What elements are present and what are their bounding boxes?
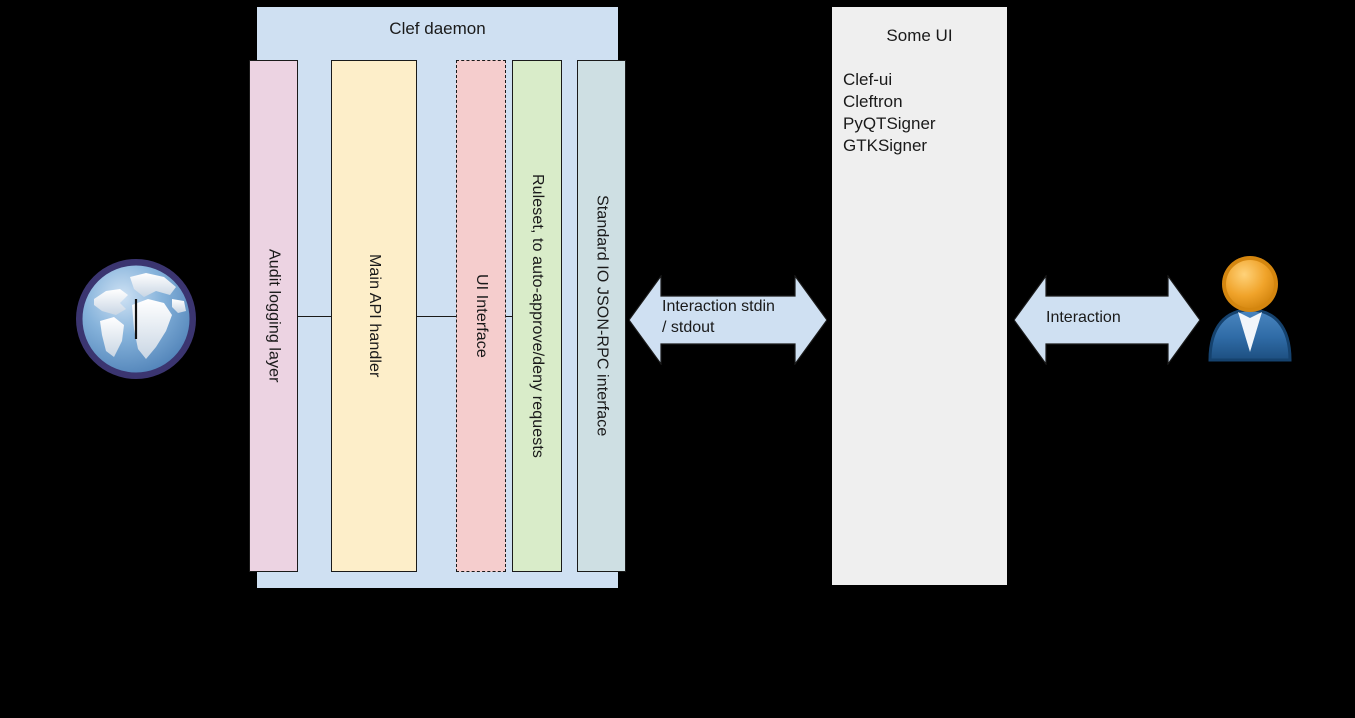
component-label-ui: UI Interface: [473, 274, 490, 358]
list-item: PyQTSigner: [843, 114, 936, 133]
component-label-stdio: Standard IO JSON-RPC interface: [593, 195, 611, 437]
component-label-ruleset: Ruleset, to auto-approve/deny requests: [529, 174, 546, 458]
component-label-api: Main API handler: [366, 254, 383, 378]
double-arrow-icon: [1014, 275, 1200, 365]
some-ui-panel[interactable]: Some UI Clef-ui Cleftron PyQTSigner GTKS…: [832, 7, 1007, 585]
globe-icon: [72, 255, 200, 383]
clef-daemon-container: [257, 7, 618, 588]
component-label-audit: Audit logging layer: [265, 249, 283, 383]
arrow-interaction-stdin-stdout: Interaction stdin / stdout: [629, 275, 827, 365]
component-ruleset[interactable]: Ruleset, to auto-approve/deny requests: [512, 60, 562, 572]
component-audit-logging-layer[interactable]: Audit logging layer: [249, 60, 298, 572]
list-item: Cleftron: [843, 92, 903, 111]
arrow-interaction: Interaction: [1014, 275, 1200, 365]
component-ui-interface[interactable]: UI Interface: [456, 60, 506, 572]
double-arrow-icon: [629, 275, 827, 365]
some-ui-list: Clef-ui Cleftron PyQTSigner GTKSigner: [843, 69, 936, 157]
connector-audit-api: [297, 316, 332, 317]
user-icon: [1200, 252, 1300, 362]
list-item: GTKSigner: [843, 136, 928, 155]
list-item: Clef-ui: [843, 70, 893, 89]
component-main-api-handler[interactable]: Main API handler: [331, 60, 417, 572]
connector-ui-ruleset: [505, 316, 513, 317]
clef-daemon-title: Clef daemon: [389, 19, 486, 38]
some-ui-title: Some UI: [886, 26, 953, 45]
component-standard-io-json-rpc[interactable]: Standard IO JSON-RPC interface: [577, 60, 626, 572]
connector-api-ui: [416, 316, 457, 317]
